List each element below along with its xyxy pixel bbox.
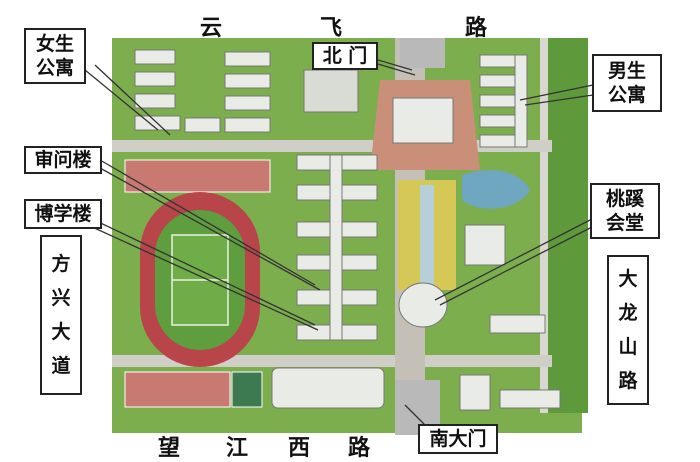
female-dorm-buildings [134,49,271,133]
east-tree-belt [548,38,588,413]
callout-line: 男生 [607,60,646,82]
callout-boxue-building: 博学楼 [24,199,102,229]
road-char: 龙 [618,302,638,324]
road-char: 路 [465,16,488,41]
road-char: 望 [158,436,181,461]
callout-line: 北 门 [322,45,368,67]
gymnasium [271,367,385,409]
basketball-courts-north [124,159,271,193]
road-label-dalongshan: 大 龙 山 路 [607,255,649,405]
north-gate-road [400,38,445,68]
male-dorm-buildings [479,54,528,148]
library-building [392,97,454,144]
road-char: 大 [618,268,638,290]
callout-male-dorm: 男生 公寓 [592,54,662,112]
central-fountain [420,185,434,285]
basketball-courts-south [124,371,231,408]
callout-north-gate: 北 门 [312,42,378,70]
road-char: 云 [200,16,223,41]
tennis-court [231,371,263,408]
callout-south-gate: 南大门 [418,424,498,454]
callout-female-dorm: 女生 公寓 [24,28,86,84]
callout-line: 桃蹊 [605,188,644,210]
lake [462,170,530,209]
road-char: 飞 [320,16,343,41]
road-char: 江 [226,436,249,461]
callout-line: 博学楼 [34,203,92,225]
road-char: 山 [618,336,638,358]
road-char: 兴 [51,287,71,309]
road-char: 方 [51,253,71,275]
east-buildings [459,224,561,411]
callout-leaders [84,59,594,426]
callout-line: 公寓 [607,84,646,106]
callout-line: 公寓 [35,57,74,79]
callout-line: 南大门 [429,428,487,450]
taoxi-hall-building [398,282,448,328]
callout-line: 女生 [35,33,74,55]
road-char: 大 [51,321,71,343]
callout-line: 会堂 [605,212,644,234]
callout-shenwen-building: 审问楼 [24,146,102,174]
teaching-buildings [296,154,378,341]
road-char: 西 [288,436,311,461]
callout-taoxi-hall: 桃蹊 会堂 [590,183,660,239]
callout-line: 审问楼 [34,149,92,171]
east-road [540,38,548,413]
road-char: 道 [51,355,71,377]
road-label-fangxing: 方 兴 大 道 [40,235,82,395]
admin-building [303,69,359,113]
road-char: 路 [348,436,371,461]
road-char: 路 [618,370,638,392]
